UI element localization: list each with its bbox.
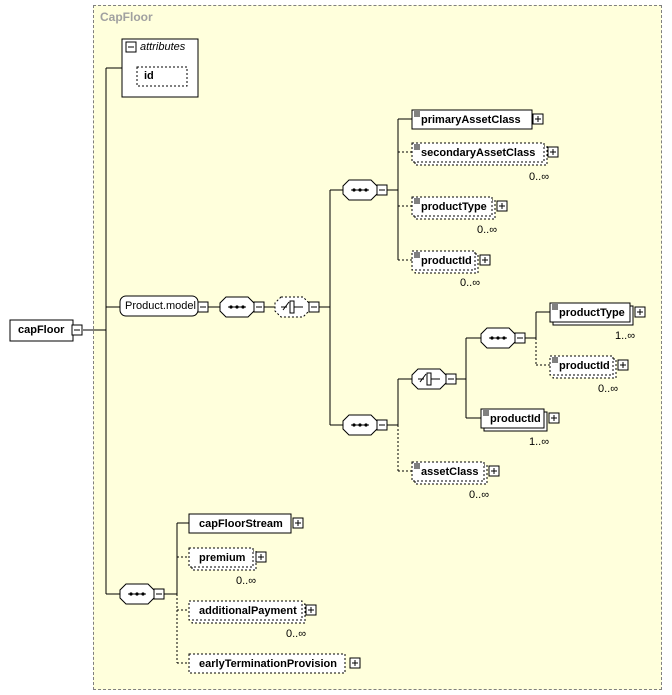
occurrence-secondary-asset-class: 0..∞ — [529, 171, 550, 183]
capfloor-type-frame — [93, 5, 662, 690]
occurrence-product-type-required: 1..∞ — [615, 330, 636, 342]
element-premium: premium — [199, 552, 246, 564]
element-product-id-optional: productId — [559, 360, 610, 372]
occurrence-product-id: 0..∞ — [460, 277, 481, 289]
element-early-termination-provision: earlyTerminationProvision — [199, 658, 337, 670]
attribute-id-box[interactable] — [136, 66, 188, 87]
element-asset-class: assetClass — [421, 466, 479, 478]
attribute-id-label: id — [144, 70, 154, 82]
group-label: Product.model — [125, 300, 196, 312]
occurrence-asset-class: 0..∞ — [469, 489, 490, 501]
element-product-type-required: productType — [559, 307, 625, 319]
compositors — [119, 179, 526, 605]
element-secondary-asset-class: secondaryAssetClass — [421, 147, 536, 159]
element-cap-floor-stream: capFloorStream — [199, 518, 283, 530]
element-boxes[interactable] — [188, 109, 646, 674]
optional-connectors — [176, 151, 550, 664]
occurrence-additional-payment: 0..∞ — [286, 628, 307, 640]
connector-lines — [83, 67, 550, 595]
root-element-label: capFloor — [18, 324, 65, 336]
occurrence-premium: 0..∞ — [236, 575, 257, 587]
element-primary-asset-class: primaryAssetClass — [421, 114, 521, 126]
occurrence-product-id-required: 1..∞ — [529, 436, 550, 448]
element-product-type: productType — [421, 201, 487, 213]
attributes-label: attributes — [140, 41, 186, 53]
element-product-id-required: productId — [490, 413, 541, 425]
occurrence-product-id-optional: 0..∞ — [598, 383, 619, 395]
element-additional-payment: additionalPayment — [199, 605, 297, 617]
frame-title: CapFloor — [100, 10, 153, 24]
element-product-id: productId — [421, 255, 472, 267]
occurrence-product-type: 0..∞ — [477, 224, 498, 236]
